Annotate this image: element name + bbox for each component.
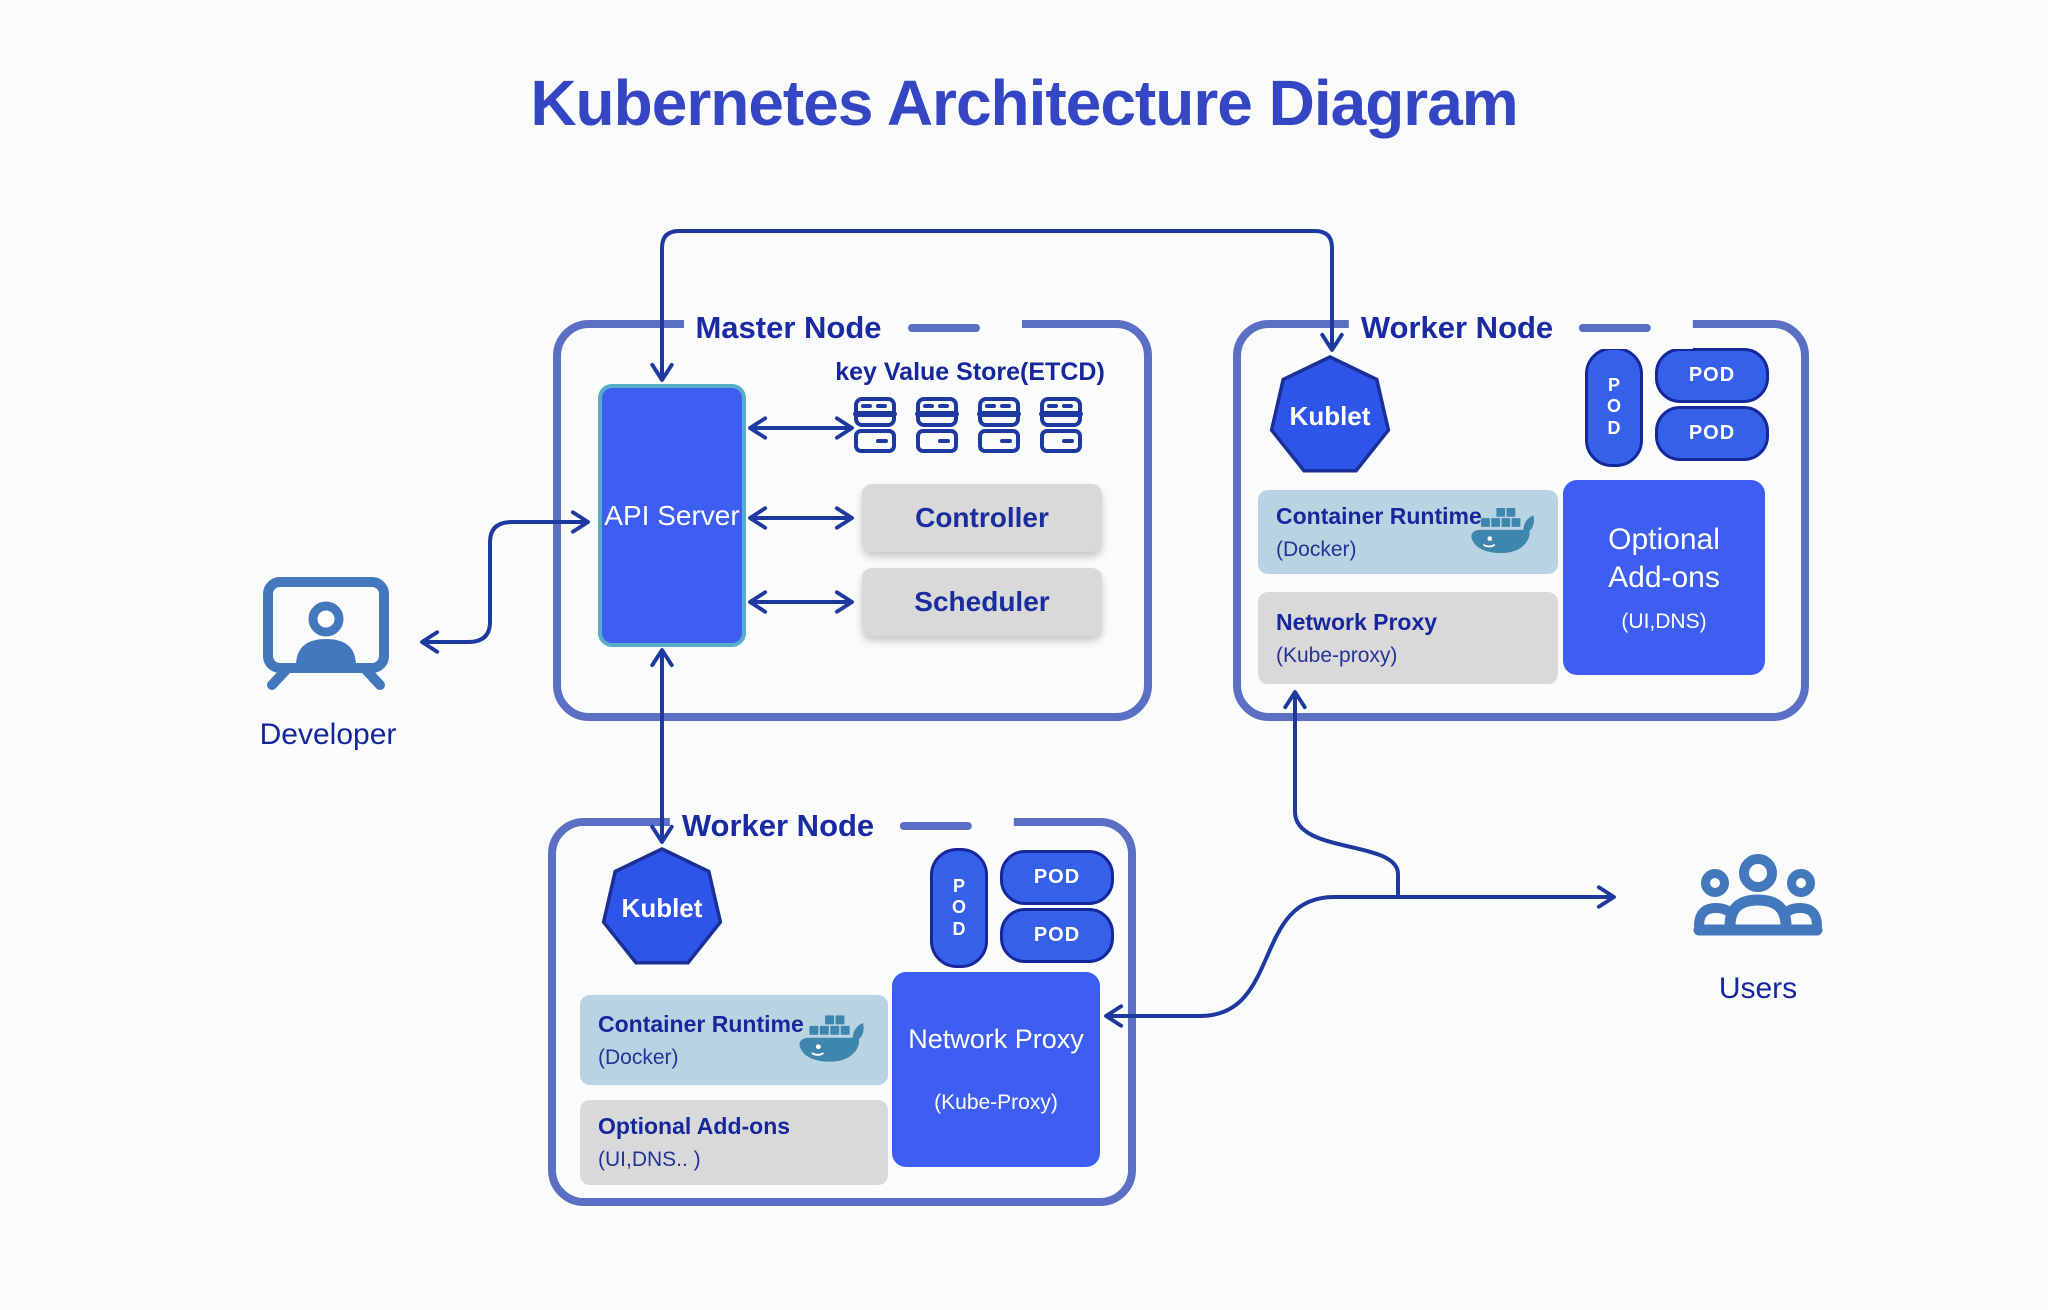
kublet-heptagon-icon	[601, 847, 723, 965]
pod-pill: POD	[1000, 908, 1114, 963]
pod-pill: POD	[1655, 406, 1769, 461]
optional-addons-title: Optional Add-ons	[598, 1113, 791, 1139]
container-runtime-title: Container Runtime	[598, 1010, 804, 1037]
optional-addons-subtitle: (UI,DNS.. )	[598, 1148, 701, 1171]
scheduler-label: Scheduler	[914, 586, 1050, 617]
network-proxy-box-bottom: Network Proxy (Kube-Proxy)	[892, 972, 1100, 1167]
database-server-icon	[915, 397, 959, 453]
etcd-label: key Value Store(ETCD)	[835, 358, 1105, 386]
developer-label: Developer	[259, 718, 397, 751]
worker-node-top-title: Worker Node	[1348, 307, 1694, 349]
database-server-icon	[1039, 397, 1083, 453]
pod-label: POD	[1688, 364, 1736, 386]
users-group-icon	[1693, 854, 1823, 936]
title-dash	[907, 324, 980, 332]
network-proxy-title: Network Proxy	[1276, 608, 1438, 635]
controller-box: Controller	[862, 484, 1102, 552]
api-server-label: API Server	[604, 500, 740, 531]
docker-whale-icon	[1471, 508, 1534, 554]
network-proxy-subtitle: (Kube-proxy)	[1276, 643, 1398, 667]
kublet-top: Kublet	[1268, 354, 1392, 478]
pod-label: POD	[1033, 866, 1081, 888]
optional-addons-title: Optional Add-ons	[1608, 523, 1720, 594]
master-node-title: Master Node	[683, 307, 1022, 349]
pod-pill: POD	[1000, 850, 1114, 905]
pod-pill-vertical: POD	[930, 848, 988, 968]
developer-monitor-icon	[263, 577, 389, 690]
title-dash	[900, 822, 973, 830]
database-server-icon	[853, 397, 897, 453]
pod-pill: POD	[1655, 348, 1769, 403]
title-dash	[1579, 324, 1652, 332]
pod-label: POD	[1033, 924, 1081, 946]
container-runtime-box-top: Container Runtime (Docker)	[1258, 490, 1558, 574]
container-runtime-subtitle: (Docker)	[1276, 537, 1357, 561]
arrow-network-proxy-users	[1104, 885, 1616, 1028]
docker-whale-icon	[799, 1015, 864, 1062]
scheduler-box: Scheduler	[862, 568, 1102, 636]
network-proxy-box-top: Network Proxy (Kube-proxy)	[1258, 592, 1558, 684]
controller-label: Controller	[915, 502, 1049, 533]
kublet-label: Kublet	[621, 892, 703, 923]
container-runtime-title: Container Runtime	[1276, 502, 1482, 529]
master-node-title-text: Master Node	[695, 310, 882, 345]
pod-label: POD	[1606, 374, 1621, 438]
etcd-icon-row	[852, 396, 1084, 454]
worker-node-top-title-text: Worker Node	[1360, 310, 1554, 345]
kublet-bottom: Kublet	[600, 846, 724, 970]
kublet-heptagon-icon	[1269, 355, 1391, 473]
pod-label: POD	[951, 875, 966, 939]
arrow-users-network-proxy-top	[1283, 690, 1400, 897]
optional-addons-subtitle: (UI,DNS)	[1621, 610, 1707, 633]
container-runtime-subtitle: (Docker)	[598, 1045, 679, 1069]
users-label: Users	[1718, 972, 1798, 1005]
pod-pill-vertical: POD	[1585, 347, 1643, 467]
optional-addons-box-top: Optional Add-ons (UI,DNS)	[1563, 480, 1765, 675]
database-server-icon	[977, 397, 1021, 453]
container-runtime-box-bottom: Container Runtime (Docker)	[580, 995, 888, 1085]
pod-label: POD	[1688, 422, 1736, 444]
kublet-label: Kublet	[1289, 400, 1371, 431]
page-title: Kubernetes Architecture Diagram	[530, 67, 1518, 139]
worker-node-top-box: Worker Node	[1233, 307, 1809, 721]
worker-node-bottom-title: Worker Node	[669, 805, 1015, 847]
optional-addons-box-bottom: Optional Add-ons (UI,DNS.. )	[580, 1100, 888, 1185]
api-server-box: API Server	[598, 384, 746, 647]
network-proxy-subtitle: (Kube-Proxy)	[934, 1091, 1058, 1114]
network-proxy-title: Network Proxy	[908, 1024, 1084, 1054]
worker-node-bottom-title-text: Worker Node	[681, 808, 875, 843]
